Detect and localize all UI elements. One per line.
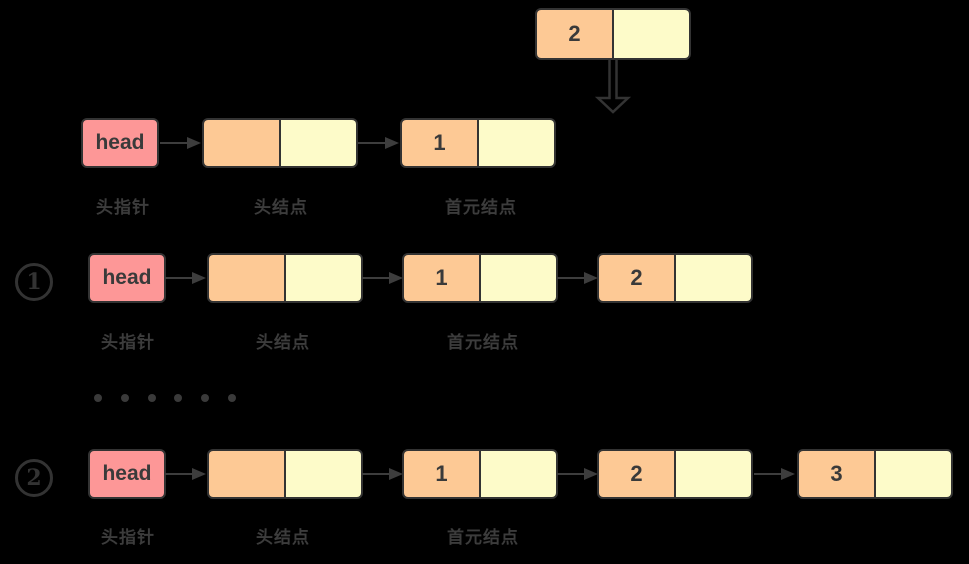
row2-arrow-3-icon [557, 272, 598, 284]
row3-head-node [207, 449, 363, 499]
row2-node-2: 2 [597, 253, 753, 303]
row3-caption-head-node: 头结点 [256, 528, 310, 547]
row3-caption-head-pointer: 头指针 [101, 528, 155, 547]
row2-caption-head-node: 头结点 [256, 333, 310, 352]
floating-node: 2 [535, 8, 691, 60]
row2-caption-head-pointer: 头指针 [101, 333, 155, 352]
row2-head-node-data-cell [209, 255, 286, 301]
ellipsis-dot [121, 394, 129, 402]
row1-node-1-pointer-cell [479, 120, 554, 166]
step-1-marker: 1 [15, 263, 53, 301]
row3-node-1-pointer-cell [481, 451, 556, 497]
row2-node-1: 1 [402, 253, 558, 303]
row3-head-node-pointer-cell [286, 451, 361, 497]
row2-head-pointer: head [88, 253, 166, 303]
row3-node-2: 2 [597, 449, 753, 499]
row2-node-1-data-cell: 1 [404, 255, 481, 301]
row1-node-1: 1 [400, 118, 556, 168]
row3-node-2-data-cell: 2 [599, 451, 676, 497]
row1-node-1-data-cell: 1 [402, 120, 479, 166]
ellipsis-dot [201, 394, 209, 402]
row1-arrow-2-icon [358, 137, 399, 149]
row3-node-2-pointer-cell [676, 451, 751, 497]
row2-caption-first-node: 首元结点 [447, 333, 519, 352]
floating-node-pointer-cell [614, 10, 689, 58]
row2-arrow-1-icon [165, 272, 206, 284]
row3-head-node-data-cell [209, 451, 286, 497]
row3-node-1-data-cell: 1 [404, 451, 481, 497]
row1-head-node-pointer-cell [281, 120, 356, 166]
row3-head-pointer: head [88, 449, 166, 499]
row1-caption-head-node: 头结点 [254, 198, 308, 217]
row3-arrow-1-icon [165, 468, 206, 480]
ellipsis-dot [94, 394, 102, 402]
row3-node-3: 3 [797, 449, 953, 499]
row3-arrow-4-icon [754, 468, 795, 480]
row1-head-node-data-cell [204, 120, 281, 166]
row2-arrow-2-icon [362, 272, 403, 284]
row2-head-node-pointer-cell [286, 255, 361, 301]
row3-arrow-3-icon [557, 468, 598, 480]
row3-node-3-data-cell: 3 [799, 451, 876, 497]
step-2-marker: 2 [15, 459, 53, 497]
insert-down-arrow-icon [595, 59, 631, 114]
row1-caption-first-node: 首元结点 [445, 198, 517, 217]
floating-node-data-cell: 2 [537, 10, 614, 58]
row1-arrow-1-icon [160, 137, 201, 149]
row2-head-node [207, 253, 363, 303]
row3-node-3-pointer-cell [876, 451, 951, 497]
row3-arrow-2-icon [362, 468, 403, 480]
row1-head-pointer: head [81, 118, 159, 168]
row3-node-1: 1 [402, 449, 558, 499]
row1-caption-head-pointer: 头指针 [96, 198, 150, 217]
row2-node-1-pointer-cell [481, 255, 556, 301]
row2-node-2-pointer-cell [676, 255, 751, 301]
ellipsis-dot [174, 394, 182, 402]
row2-node-2-data-cell: 2 [599, 255, 676, 301]
row3-caption-first-node: 首元结点 [447, 528, 519, 547]
row1-head-node [202, 118, 358, 168]
ellipsis-dot [228, 394, 236, 402]
ellipsis-dot [148, 394, 156, 402]
